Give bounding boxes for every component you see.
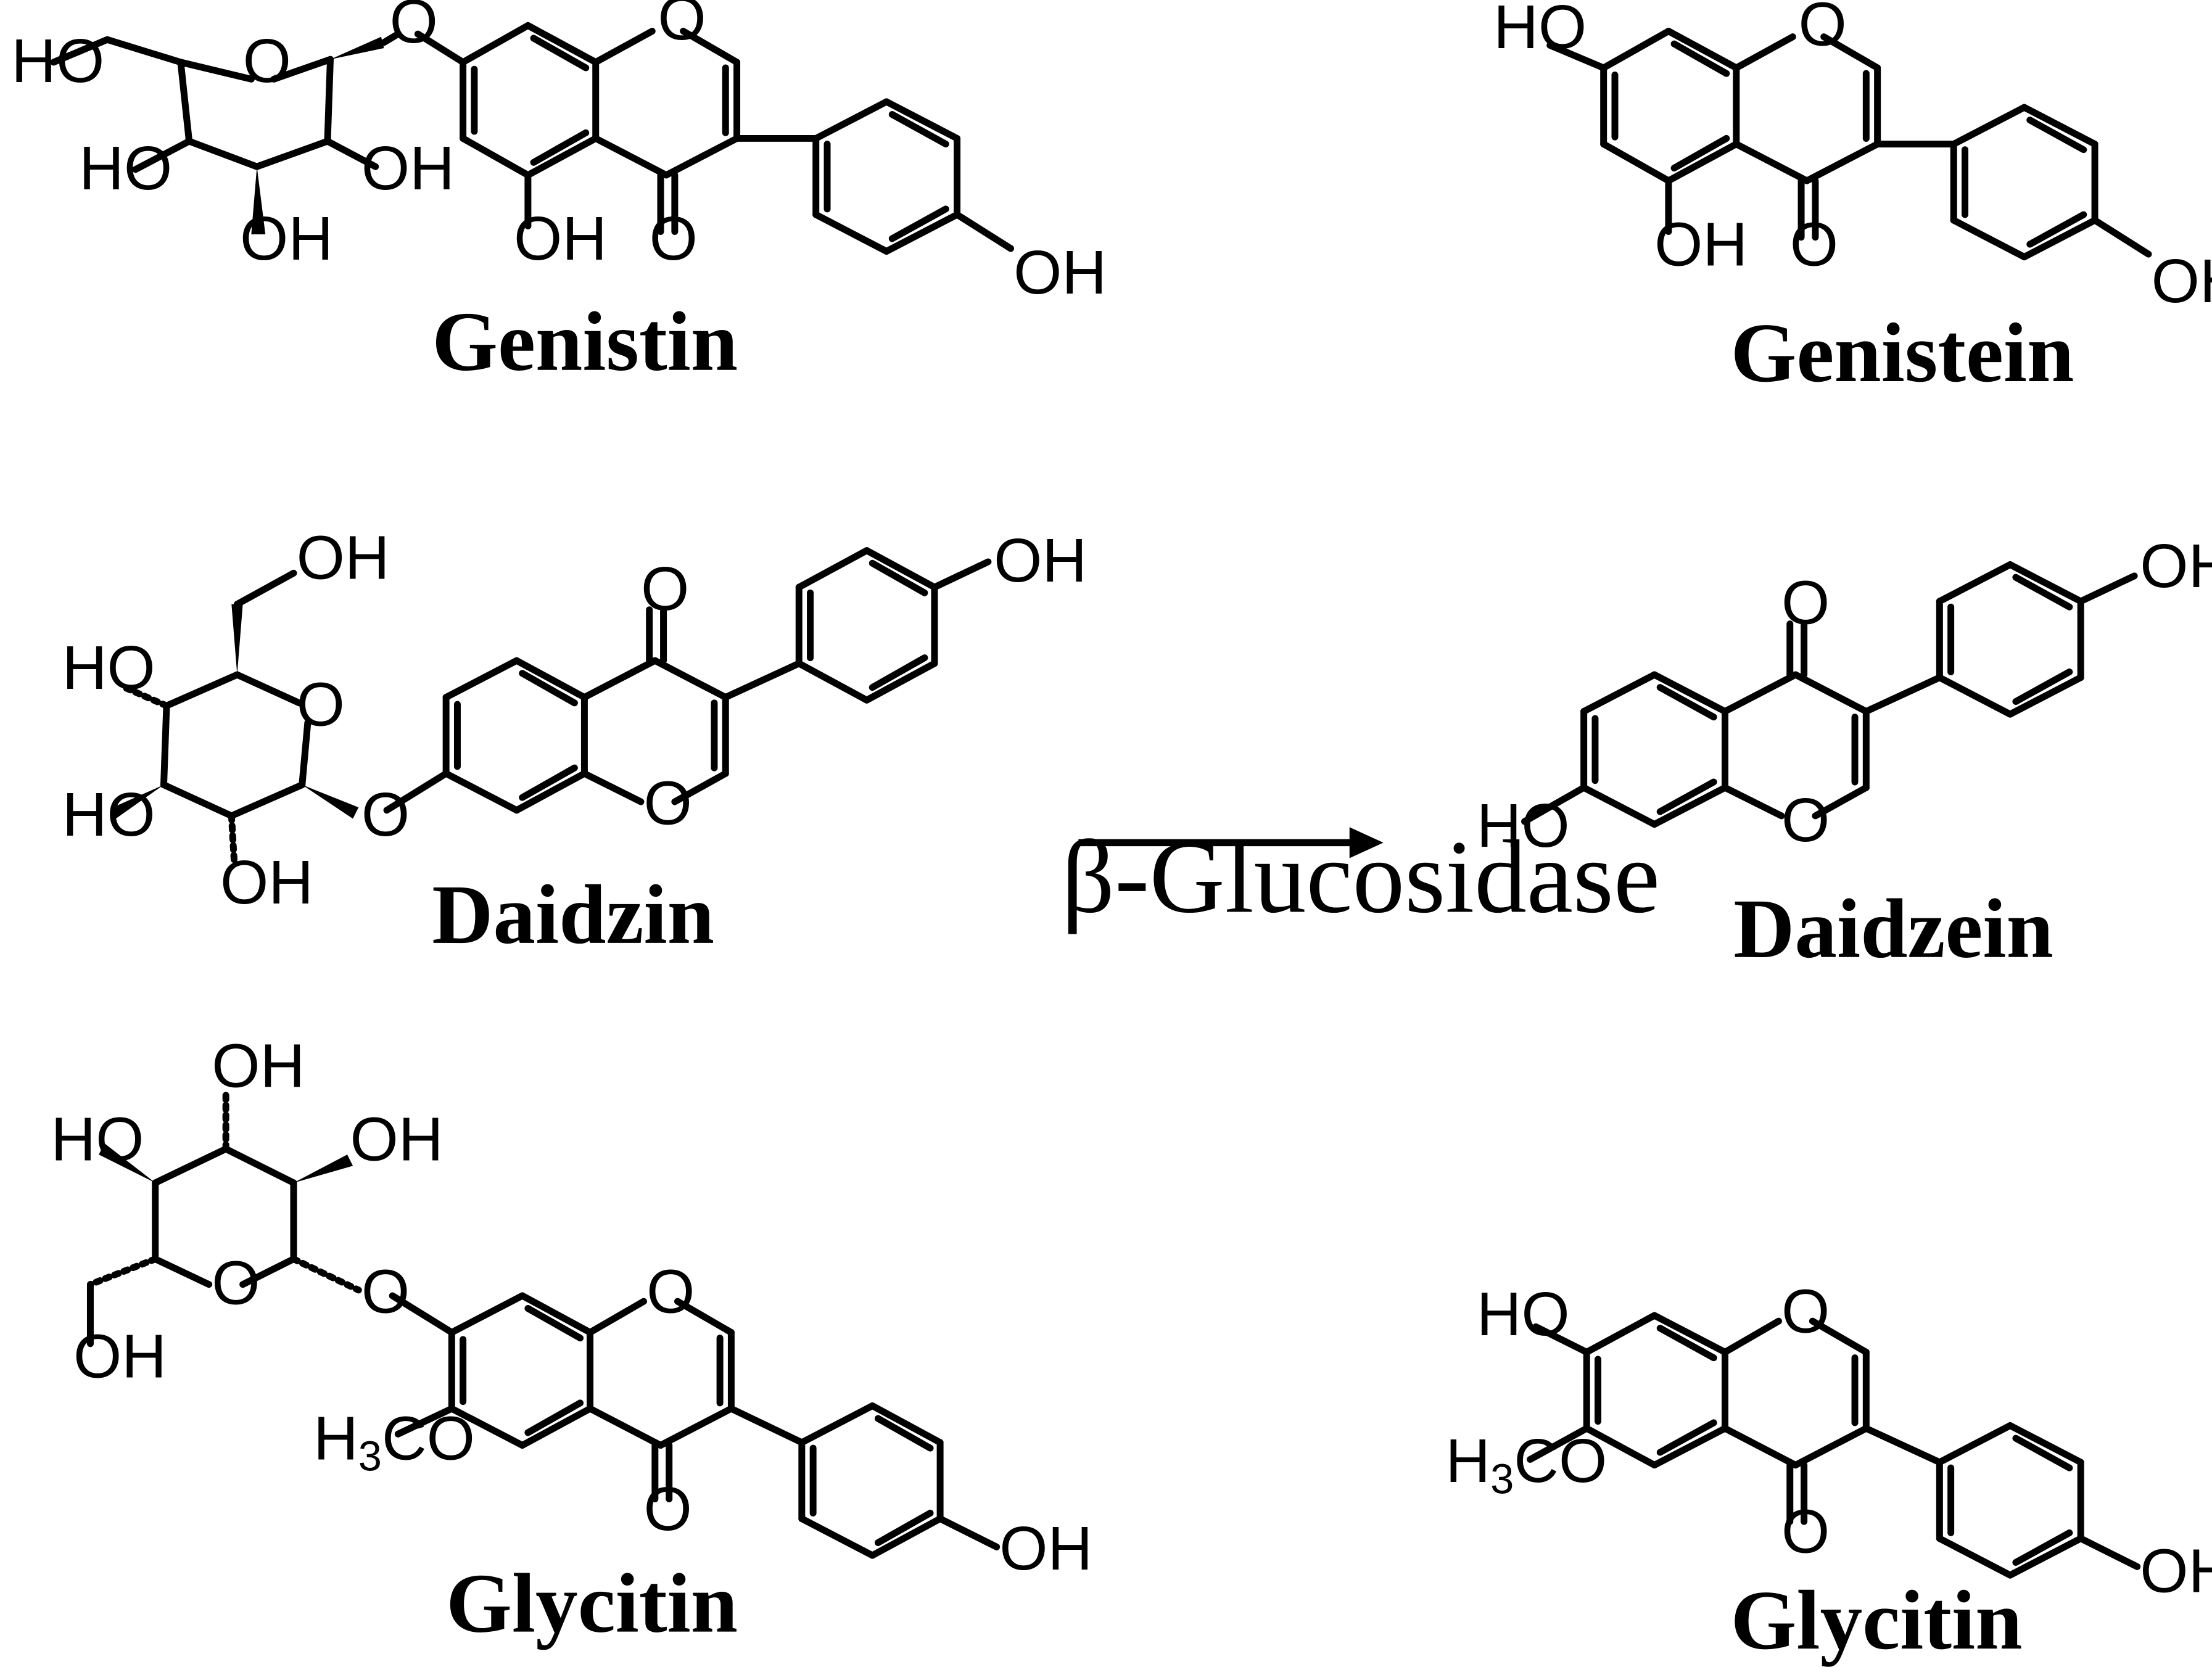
genistin-ring-o-atom: O	[243, 27, 291, 96]
daidzin-oh-atom: OH	[994, 526, 1087, 595]
genistein-name: Genistein	[1731, 306, 2074, 400]
daidzin-name: Daidzin	[432, 868, 714, 961]
glycitin-glycosidic-o-atom: O	[361, 1257, 410, 1326]
daidzin-ho-atom: HO	[62, 780, 155, 849]
glycitin-oh-atom: OH	[350, 1105, 444, 1174]
daidzein-carbonyl-o-atom: O	[1781, 569, 1830, 638]
genistein-structure: HO O OH O OH Genistein	[1493, 0, 2212, 400]
glycitin-product-structure: HO O H3CO O OH Glycitin	[1445, 1277, 2212, 1667]
genistin-oh-atom: OH	[1013, 238, 1107, 307]
daidzin-glycosidic-o-atom: O	[361, 780, 410, 849]
glycitin-ho-atom: HO	[51, 1105, 144, 1174]
genistin-oh-atom: OH	[514, 204, 607, 273]
glycitin-product-oh-atom: OH	[2140, 1537, 2212, 1606]
genistein-ho-atom: HO	[1493, 0, 1587, 62]
genistin-pyranone-o-atom: O	[658, 0, 706, 53]
glycitin-structure: OH HO OH O O OH O H3CO O OH Glycitin	[51, 1031, 1092, 1650]
daidzin-ho-atom: HO	[62, 633, 155, 702]
daidzein-oh-atom: OH	[2140, 532, 2212, 601]
genistin-structure: HO O HO OH OH O O OH O OH Genistin	[11, 0, 1107, 389]
daidzin-carbonyl-o-atom: O	[641, 554, 689, 624]
glycitin-pyranone-o-atom: O	[646, 1257, 695, 1326]
glycitin-oh-atom: OH	[73, 1322, 167, 1391]
enzyme-label: β-Glucosidase	[1062, 819, 1660, 935]
glycitin-methoxy-atom: H3CO	[313, 1404, 475, 1480]
genistein-pyranone-o-atom: O	[1798, 0, 1846, 59]
glycitin-product-carbonyl-o-atom: O	[1781, 1497, 1830, 1566]
genistin-ho-atom: HO	[11, 27, 104, 96]
genistein-carbonyl-o-atom: O	[1790, 210, 1838, 279]
daidzin-ring-o-atom: O	[297, 670, 345, 739]
daidzin-oh-atom: OH	[297, 523, 390, 592]
daidzein-pyranone-o-atom: O	[1781, 786, 1830, 855]
glycitin-carbonyl-o-atom: O	[644, 1475, 692, 1544]
glycitin-name: Glycitin	[446, 1557, 738, 1650]
glycitin-product-methoxy-atom: H3CO	[1445, 1426, 1607, 1502]
genistin-glycosidic-o-atom: O	[390, 0, 438, 56]
genistin-oh-atom: OH	[240, 204, 333, 273]
genistein-oh-atom: OH	[2152, 247, 2212, 316]
glycitin-product-ho-atom: HO	[1477, 1280, 1570, 1349]
daidzin-oh-atom: OH	[220, 848, 313, 917]
genistin-name: Genistin	[432, 295, 738, 389]
daidzein-ho-atom: HO	[1477, 791, 1570, 860]
daidzein-name: Daidzein	[1733, 882, 2053, 976]
glycitin-oh-atom: OH	[212, 1031, 305, 1100]
glycitin-oh-atom: OH	[999, 1514, 1092, 1583]
glycitin-product-name: Glycitin	[1731, 1573, 2023, 1667]
genistin-ho-atom: HO	[79, 134, 172, 203]
daidzin-structure: OH HO O HO O OH O O OH Daidzin	[62, 523, 1087, 961]
daidzein-structure: HO O O OH Daidzein	[1477, 532, 2212, 976]
genistin-carbonyl-o-atom: O	[650, 204, 698, 273]
genistin-oh-atom: OH	[361, 134, 455, 203]
daidzin-pyranone-o-atom: O	[644, 769, 692, 838]
genistein-oh-atom: OH	[1654, 210, 1748, 279]
glycitin-product-pyranone-o-atom: O	[1781, 1277, 1830, 1346]
glycitin-ring-o-atom: O	[212, 1249, 260, 1318]
reaction-arrow: β-Glucosidase	[1062, 819, 1660, 935]
